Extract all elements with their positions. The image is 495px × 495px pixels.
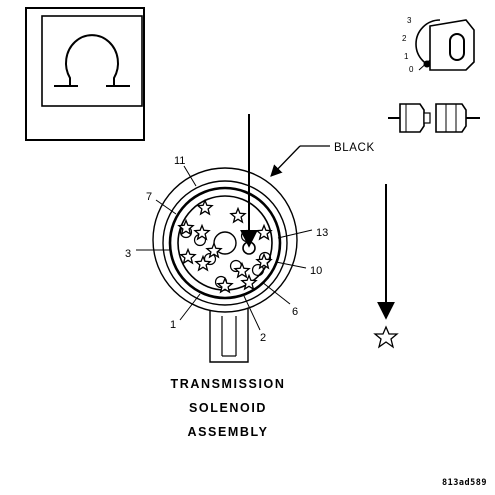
ground-reference bbox=[373, 184, 399, 349]
ohmmeter bbox=[25, 7, 145, 141]
title-line-1: TRANSMISSION bbox=[170, 377, 285, 391]
component-title: TRANSMISSION SOLENOID ASSEMBLY bbox=[170, 377, 285, 439]
figure-id: 813ad589 bbox=[442, 478, 487, 488]
pin-11: 11 bbox=[174, 155, 185, 167]
pin-cavity-star bbox=[193, 223, 211, 241]
pin-cavity-star bbox=[194, 254, 212, 272]
pin-cavity-ring bbox=[251, 263, 265, 277]
pin-2: 2 bbox=[260, 332, 266, 344]
ignition-switch-icon: 3 2 1 0 bbox=[402, 16, 475, 74]
title-line-3: ASSEMBLY bbox=[187, 425, 268, 439]
pin-13: 13 bbox=[316, 227, 328, 239]
wire-color-label: BLACK bbox=[334, 142, 375, 154]
pin-cavity-star bbox=[177, 218, 195, 236]
pin-cavity-star bbox=[216, 276, 234, 294]
pin-cavity-star bbox=[233, 261, 251, 279]
pin-7: 7 bbox=[146, 191, 152, 203]
pin-1: 1 bbox=[170, 319, 176, 331]
title-line-2: SOLENOID bbox=[189, 401, 267, 415]
pin-cavity-star bbox=[255, 252, 273, 270]
pin-3: 3 bbox=[125, 248, 131, 260]
ignition-position-3: 3 bbox=[407, 16, 412, 25]
pin-leaders bbox=[136, 165, 313, 331]
wire-callout: BLACK bbox=[270, 142, 375, 177]
pin-cavity-star bbox=[255, 223, 273, 241]
pin-cavity-star bbox=[196, 198, 214, 216]
pin-cavity-star bbox=[205, 241, 223, 259]
pin-cavity-star bbox=[229, 206, 247, 224]
ignition-position-0: 0 bbox=[409, 65, 414, 74]
pin-10: 10 bbox=[310, 265, 322, 277]
ignition-position-2: 2 bbox=[402, 34, 407, 43]
ohm-icon bbox=[54, 34, 130, 87]
pin-6: 6 bbox=[292, 306, 298, 318]
pin-cavity-star bbox=[179, 247, 197, 265]
ignition-position-1: 1 bbox=[404, 52, 409, 61]
pin-labels: 11 7 3 13 10 6 1 2 bbox=[125, 155, 328, 344]
star-icon bbox=[373, 325, 399, 349]
solenoid-connector bbox=[152, 167, 298, 363]
connector-icon bbox=[388, 103, 480, 133]
pin-cavity-star bbox=[240, 273, 258, 291]
